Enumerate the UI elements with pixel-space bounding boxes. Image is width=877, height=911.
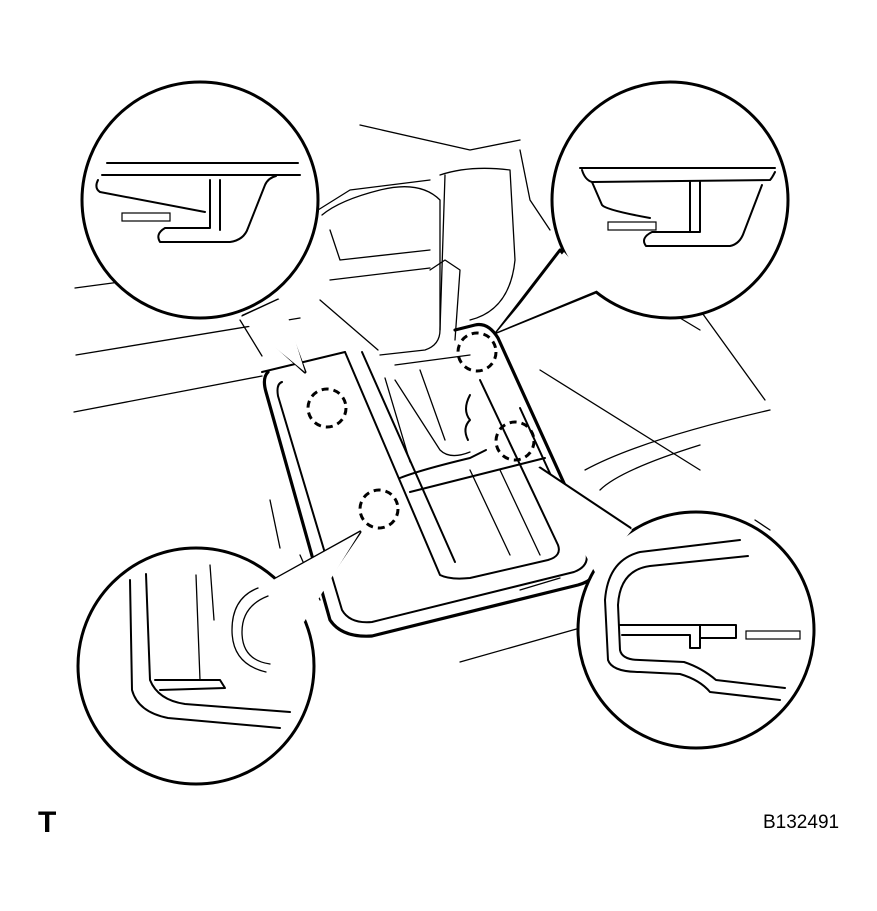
clip-location-markers — [306, 331, 536, 530]
detail-bottom-left — [76, 530, 362, 786]
detail-top-left — [80, 80, 320, 374]
background-lines — [73, 124, 771, 663]
clip-marker-right — [494, 420, 536, 462]
shift-lever-boot — [319, 167, 516, 356]
console-panel — [261, 322, 601, 638]
detail-bottom-right — [536, 466, 816, 750]
clip-marker-lower-left — [358, 488, 400, 530]
view-marker: T — [38, 806, 57, 839]
clip-marker-upper-right — [456, 331, 498, 373]
detail-top-right — [495, 80, 790, 334]
figure-id: B132491 — [763, 812, 840, 833]
clip-marker-upper-left — [306, 387, 348, 429]
